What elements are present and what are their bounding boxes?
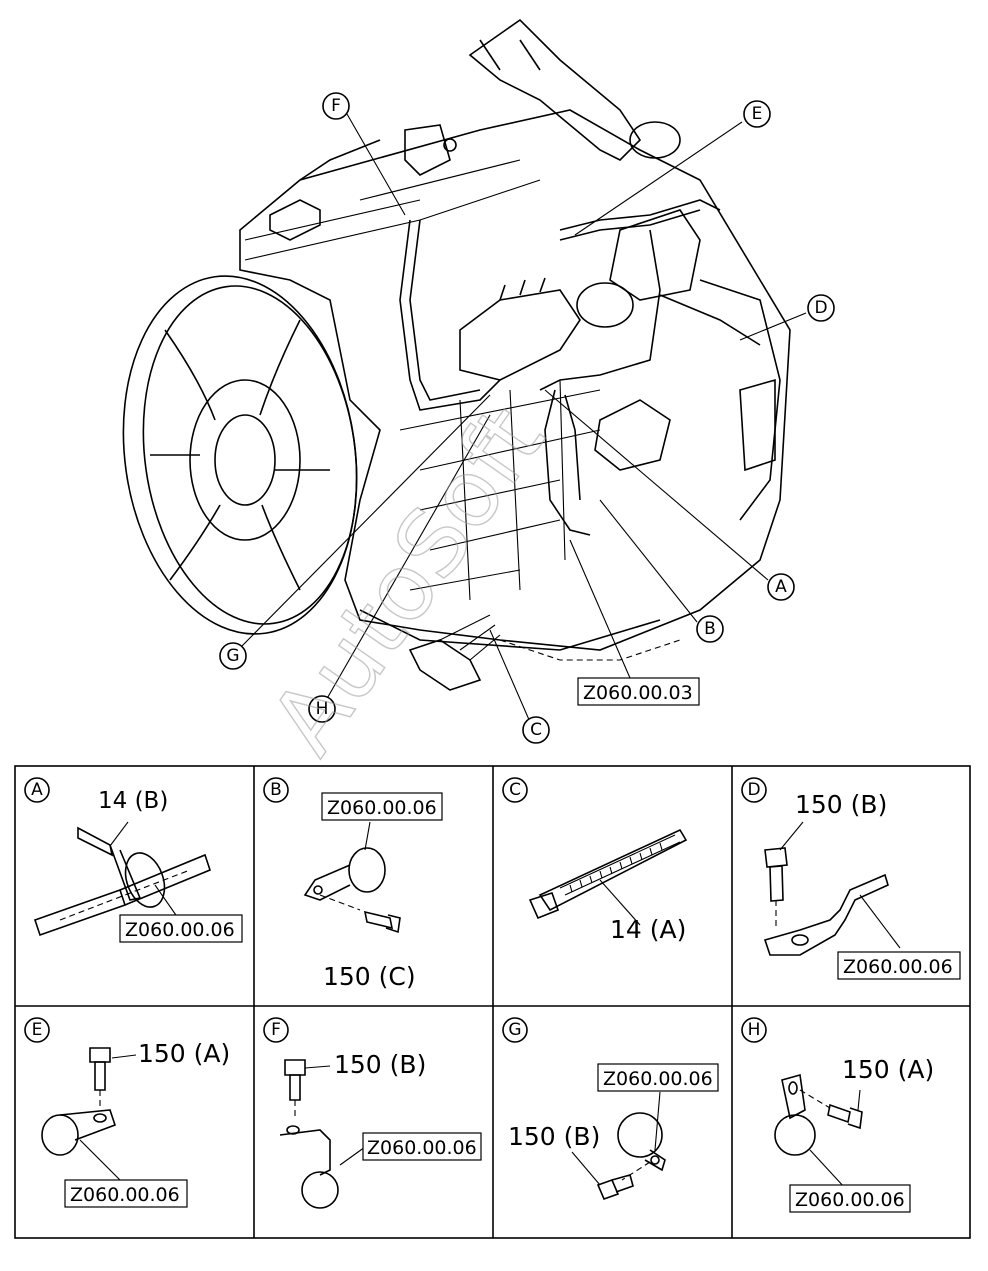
callout-f-letter: F — [331, 96, 341, 116]
detail-b-ref: Z060.00.06 — [327, 797, 437, 819]
callout-d: D — [807, 294, 835, 322]
callout-a: A — [767, 573, 795, 601]
detail-h-part: 150 (A) — [842, 1055, 934, 1084]
grid-lines — [14, 765, 971, 1239]
callout-c: C — [522, 716, 550, 744]
callout-e: E — [743, 100, 771, 128]
detail-a-ref: Z060.00.06 — [125, 919, 235, 941]
detail-d: D 150 (B) Z060.00.06 — [741, 777, 961, 980]
detail-b-illustration — [303, 821, 401, 934]
detail-b-letter: B — [270, 780, 282, 800]
callout-h: H — [308, 695, 336, 723]
detail-f-ref: Z060.00.06 — [367, 1137, 477, 1159]
detail-e-part: 150 (A) — [138, 1039, 230, 1068]
detail-a-illustration — [33, 821, 211, 937]
detail-d-letter: D — [747, 780, 760, 800]
detail-e-illustration — [41, 1047, 137, 1181]
callout-b: B — [696, 615, 724, 643]
callout-leaders — [239, 113, 807, 723]
detail-c-letter: C — [509, 780, 521, 800]
callout-a-letter: A — [775, 577, 787, 597]
callout-c-letter: C — [530, 720, 542, 740]
detail-g-part: 150 (B) — [508, 1122, 600, 1151]
detail-g-illustration — [571, 1091, 666, 1201]
detail-b-part: 150 (C) — [323, 962, 416, 991]
cooling-fan — [122, 275, 358, 635]
engine-assembly-drawing: F E D A B G H C Z060.00.03 AutoSoft — [122, 18, 835, 770]
callout-g: G — [219, 642, 247, 670]
main-ref-label: Z060.00.03 — [577, 677, 700, 706]
detail-h-illustration — [774, 1073, 863, 1189]
detail-g-letter: G — [508, 1020, 521, 1040]
detail-f-part: 150 (B) — [334, 1050, 426, 1079]
callout-f: F — [322, 92, 350, 120]
detail-f-letter: F — [271, 1020, 281, 1040]
detail-g-ref: Z060.00.06 — [603, 1068, 713, 1090]
callout-g-letter: G — [226, 646, 239, 666]
detail-g: G Z060.00.06 150 (B) — [502, 1017, 719, 1201]
detail-c-part: 14 (A) — [610, 915, 686, 944]
detail-a-letter: A — [31, 780, 43, 800]
callout-h-letter: H — [316, 699, 329, 719]
detail-f: F 150 (B) Z060.00.06 — [263, 1017, 482, 1209]
detail-a-part: 14 (B) — [98, 788, 168, 814]
detail-e: E 150 (A) Z060.00.06 — [24, 1017, 230, 1208]
callout-b-letter: B — [704, 619, 716, 639]
detail-h: H 150 (A) Z060.00.06 — [741, 1017, 934, 1213]
engine-block — [239, 18, 791, 691]
detail-d-part: 150 (B) — [795, 790, 887, 819]
detail-f-illustration — [279, 1059, 366, 1209]
detail-h-ref: Z060.00.06 — [795, 1189, 905, 1211]
detail-h-letter: H — [748, 1020, 761, 1040]
detail-e-ref: Z060.00.06 — [70, 1184, 180, 1206]
detail-c: C 14 (A) — [502, 777, 688, 944]
main-ref-text: Z060.00.03 — [583, 682, 693, 704]
detail-c-illustration — [528, 828, 688, 926]
detail-d-illustration — [763, 821, 901, 956]
detail-b: B Z060.00.06 150 (C) — [263, 777, 443, 991]
detail-a: A 14 (B) Z060.00.06 — [24, 777, 243, 943]
detail-e-letter: E — [32, 1020, 43, 1040]
callout-d-letter: D — [814, 298, 827, 318]
detail-d-ref: Z060.00.06 — [843, 956, 953, 978]
callout-e-letter: E — [752, 104, 763, 124]
